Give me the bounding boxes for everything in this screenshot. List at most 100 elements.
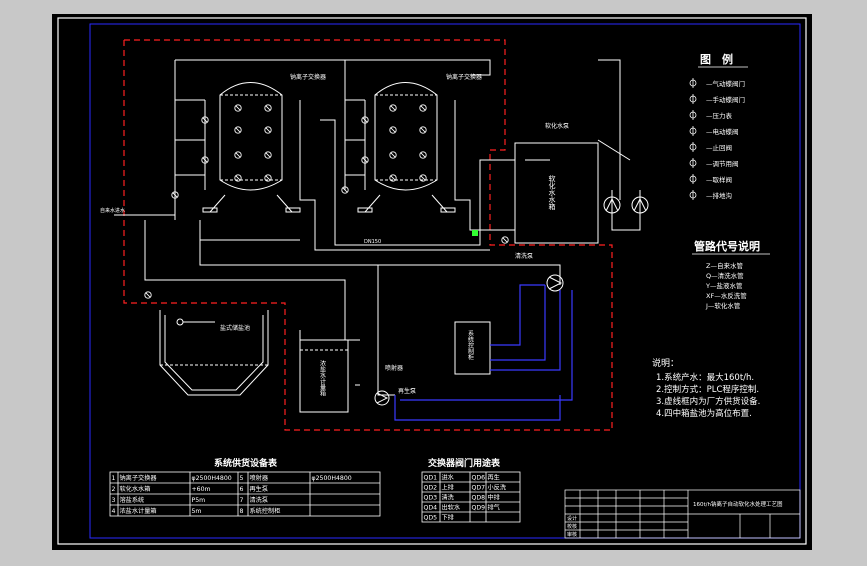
green-valve-marker <box>472 230 478 236</box>
sampling-valve-icon <box>689 174 697 184</box>
salt-pool-label: 盐式储盐池 <box>220 324 250 332</box>
legend-item-label: —压力表 <box>706 111 733 120</box>
softened-pump-2 <box>631 196 649 214</box>
valve-table-cell: QD6 <box>472 475 486 482</box>
legend: 图 例 —气动蝶阀门—手动蝶阀门—压力表—电动蝶阀—止回阀—调节用阀—取样阀—排… <box>689 52 748 200</box>
title-block-mark: 校核 <box>567 523 577 530</box>
equipment-table-cell: 5m <box>192 508 202 515</box>
equipment-table-cell: 3 <box>112 497 116 504</box>
butterfly-valve-icon <box>419 126 427 134</box>
butterfly-valve-icon <box>171 191 179 199</box>
legend-item-label: —手动蝶阀门 <box>706 95 745 104</box>
valve-table-cell: 中排 <box>488 494 500 502</box>
equipment-table-cell: P5m <box>192 497 206 504</box>
brine-tank-label: 浓盐水计量箱 <box>319 359 326 397</box>
valve-table-cell: 进水 <box>442 474 455 482</box>
butterfly-valve-icon <box>264 126 272 134</box>
valve-table-cell: QD3 <box>424 495 438 502</box>
pipe-code-item: Y—盐液水管 <box>705 281 743 290</box>
equipment-table-cell: 钠离子交换器 <box>120 474 158 482</box>
valve-table-cell: 再生 <box>488 474 500 482</box>
valve-table-cell: 清洗 <box>442 494 455 502</box>
cleaning-pump-label: 清洗泵 <box>515 252 533 260</box>
butterfly-valve-icon <box>234 104 242 112</box>
softened-tank <box>514 142 599 244</box>
pipe-code-item: J—软化水管 <box>705 301 741 310</box>
equipment-table-cell: +60m <box>192 486 211 493</box>
softened-pump-1 <box>603 196 621 214</box>
butterfly-valve-icon <box>389 174 397 182</box>
butterfly-valve-icon <box>234 151 242 159</box>
legend-item-label: —止回阀 <box>706 143 732 152</box>
butterfly-valve-icon <box>341 186 349 194</box>
equipment-table-cell: 系统控制柜 <box>250 507 281 515</box>
equipment-table-cell: 2 <box>112 486 116 493</box>
butterfly-valve-icon <box>264 174 272 182</box>
pipe-codes-title: 管路代号说明 <box>694 239 760 253</box>
cleaning-pump <box>546 274 564 292</box>
control-wiring <box>394 284 573 421</box>
pipe-dn150-label: DN150 <box>364 239 381 245</box>
electric-butterfly-valve-icon <box>689 126 697 136</box>
valve-table-cell: QD5 <box>424 515 438 522</box>
butterfly-valve-icon <box>201 156 209 164</box>
butterfly-valve-icon <box>361 116 369 124</box>
control-cabinet <box>454 321 491 375</box>
valve-table-cell: QD9 <box>472 505 486 512</box>
valve-table-cell: QD4 <box>424 505 438 512</box>
legend-item-label: —电动蝶阀 <box>706 127 739 136</box>
butterfly-valve-icon <box>389 151 397 159</box>
butterfly-valve-icon <box>419 174 427 182</box>
regen-pump <box>374 390 390 406</box>
control-cabinet-label: 系统控制柜 <box>467 329 474 361</box>
notes-title: 说明： <box>652 357 679 369</box>
legend-item-label: —调节用阀 <box>706 159 739 168</box>
legend-item-label: —取样阀 <box>706 175 732 184</box>
brine-tank <box>299 339 349 413</box>
manual-butterfly-valve-icon <box>689 94 697 104</box>
exchanger-2 <box>357 82 456 213</box>
note-line: 3.虚线框内为厂方供货设备. <box>656 396 760 407</box>
valve-table-title: 交换器阀门用途表 <box>428 457 501 469</box>
valve-table-cell: 排气 <box>488 504 500 512</box>
title-block-mark: 审核 <box>567 531 577 538</box>
butterfly-valve-icon <box>501 236 509 244</box>
inlet-label: 自来水进水 <box>100 207 125 214</box>
valve-table-cell: QD8 <box>472 495 486 502</box>
salt-pool <box>159 310 269 396</box>
equipment-table-cell: 4 <box>112 508 116 515</box>
equipment-table-cell: 7 <box>240 497 244 504</box>
butterfly-valve-icon <box>419 104 427 112</box>
exchanger-1-label: 钠离子交换器 <box>290 73 326 81</box>
supply-boundary <box>123 39 613 431</box>
valve-table-cell: 出软水 <box>442 504 461 512</box>
butterfly-valve-icon <box>389 126 397 134</box>
regen-pump-label: 再生泵 <box>398 387 416 395</box>
valve-table-cell: QD1 <box>424 475 438 482</box>
equipment-table-cell: 6 <box>240 486 244 493</box>
butterfly-valve-icon <box>264 104 272 112</box>
equipment-table-title: 系统供货设备表 <box>214 457 278 469</box>
valve-table-cell: 小反洗 <box>488 484 507 492</box>
pneumatic-butterfly-valve-icon <box>689 78 697 88</box>
butterfly-valve-icon <box>234 126 242 134</box>
inner-frame <box>89 23 801 539</box>
valve-group <box>144 104 509 299</box>
notes: 说明： 1.系统产水：最大160t/h.2.控制方式：PLC程序控制.3.虚线框… <box>652 357 760 419</box>
butterfly-valve-icon <box>234 174 242 182</box>
floor-drain-icon <box>689 190 697 200</box>
butterfly-valve-icon <box>201 116 209 124</box>
note-line: 4.四中箱盐池为高位布置. <box>656 408 752 419</box>
equipment-table-cell: φ2500H4800 <box>312 475 352 482</box>
pipe-code-item: Z—自来水管 <box>706 261 743 270</box>
exchanger-2-label: 钠离子交换器 <box>446 73 482 81</box>
equipment-table-cell: 溶盐系统 <box>120 496 145 504</box>
drawing-title: 160t/h钠离子自动软化水处理工艺图 <box>693 500 783 508</box>
butterfly-valve-icon <box>419 151 427 159</box>
title-block <box>564 489 801 539</box>
pipe-code-item: Q—清洗水管 <box>706 271 744 280</box>
valve-table-cell: 上排 <box>442 484 454 492</box>
